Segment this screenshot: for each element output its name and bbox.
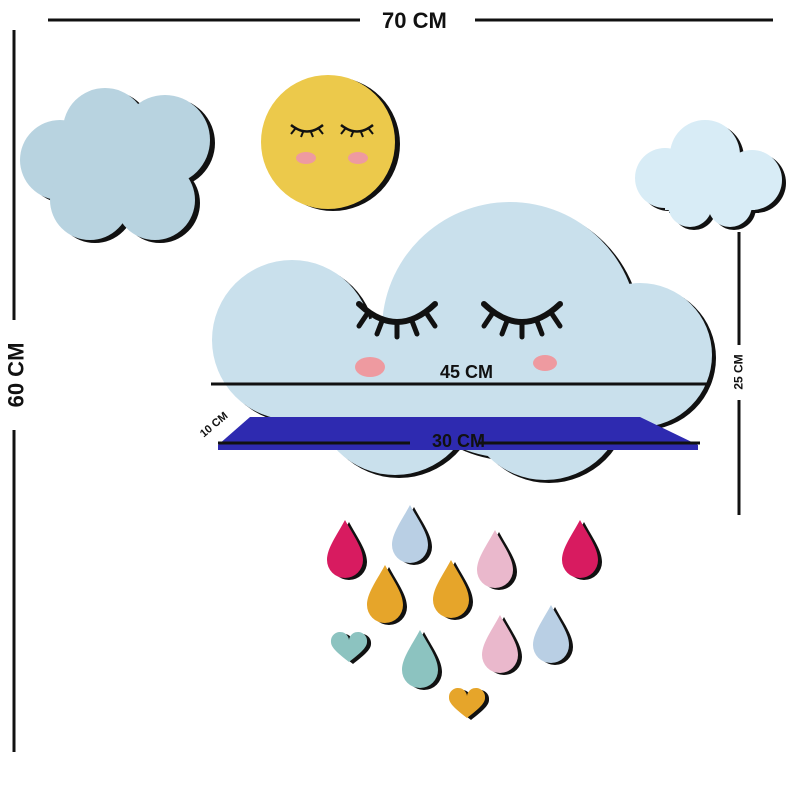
total-width-label: 70 CM (382, 8, 447, 33)
drop-teal (402, 630, 442, 690)
raindrops (327, 505, 602, 720)
dimension-lines (12, 18, 773, 752)
sun-face (261, 75, 400, 211)
drop-orange-1 (367, 565, 407, 625)
heart-orange (448, 687, 490, 720)
drop-orange-2 (433, 560, 473, 620)
heart-teal (330, 631, 372, 664)
drop-magenta-1 (327, 520, 367, 580)
drop-blue-2 (533, 605, 573, 665)
cloud-height-label: 25 CM (731, 354, 746, 390)
total-height-label: 60 CM (3, 342, 29, 408)
drop-pink-2 (482, 615, 522, 675)
drop-blue-1 (392, 505, 432, 565)
shelf-width-label: 30 CM (432, 431, 486, 451)
left-cloud (20, 88, 215, 243)
cloud-width-label: 45 CM (440, 362, 494, 382)
drop-magenta-2 (562, 520, 602, 580)
right-cloud (635, 120, 786, 230)
main-cloud-shelf (211, 202, 716, 483)
drop-pink-1 (477, 530, 517, 590)
